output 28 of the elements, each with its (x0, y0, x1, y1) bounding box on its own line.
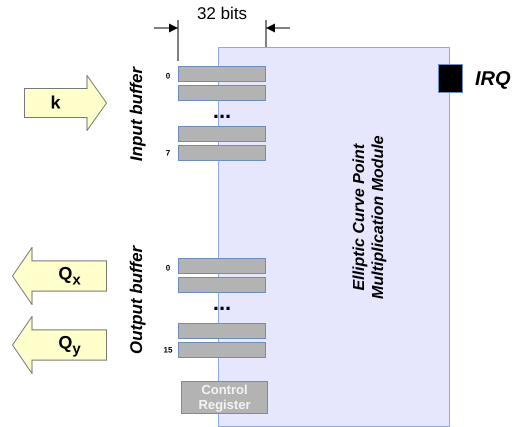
register-index: 15 (164, 346, 172, 354)
register-bar (178, 258, 266, 274)
register-bar (178, 145, 266, 161)
block-arrow (12, 247, 107, 305)
register-bar (178, 323, 266, 339)
buffer-label: Output buffer (127, 246, 147, 354)
signal-name: k (50, 92, 60, 114)
ellipsis-mark: ... (212, 98, 232, 124)
register-index: 7 (166, 148, 170, 158)
register-name: Control Register (197, 383, 252, 412)
pin-square (438, 64, 463, 93)
register-bar (178, 277, 266, 293)
signal-name: Q$_{y}$ (58, 332, 81, 358)
module-title: Elliptic Curve Point Multiplication Module (350, 134, 388, 301)
register-bar (178, 85, 266, 101)
signal-name: IRQ (475, 68, 511, 91)
register-index: 0 (166, 264, 170, 272)
register-bar (178, 342, 266, 358)
buffer-label: Input buffer (127, 66, 147, 162)
dimension-label: 32 bits (196, 4, 248, 24)
block-arrow (24, 75, 107, 131)
register-bar (178, 66, 266, 82)
register-index: 0 (166, 72, 170, 80)
ellipsis-mark: ... (212, 290, 232, 316)
signal-name: Q$_{x}$ (58, 264, 81, 288)
control-register (181, 381, 268, 414)
register-bar (178, 126, 266, 142)
block-arrow (12, 316, 107, 374)
